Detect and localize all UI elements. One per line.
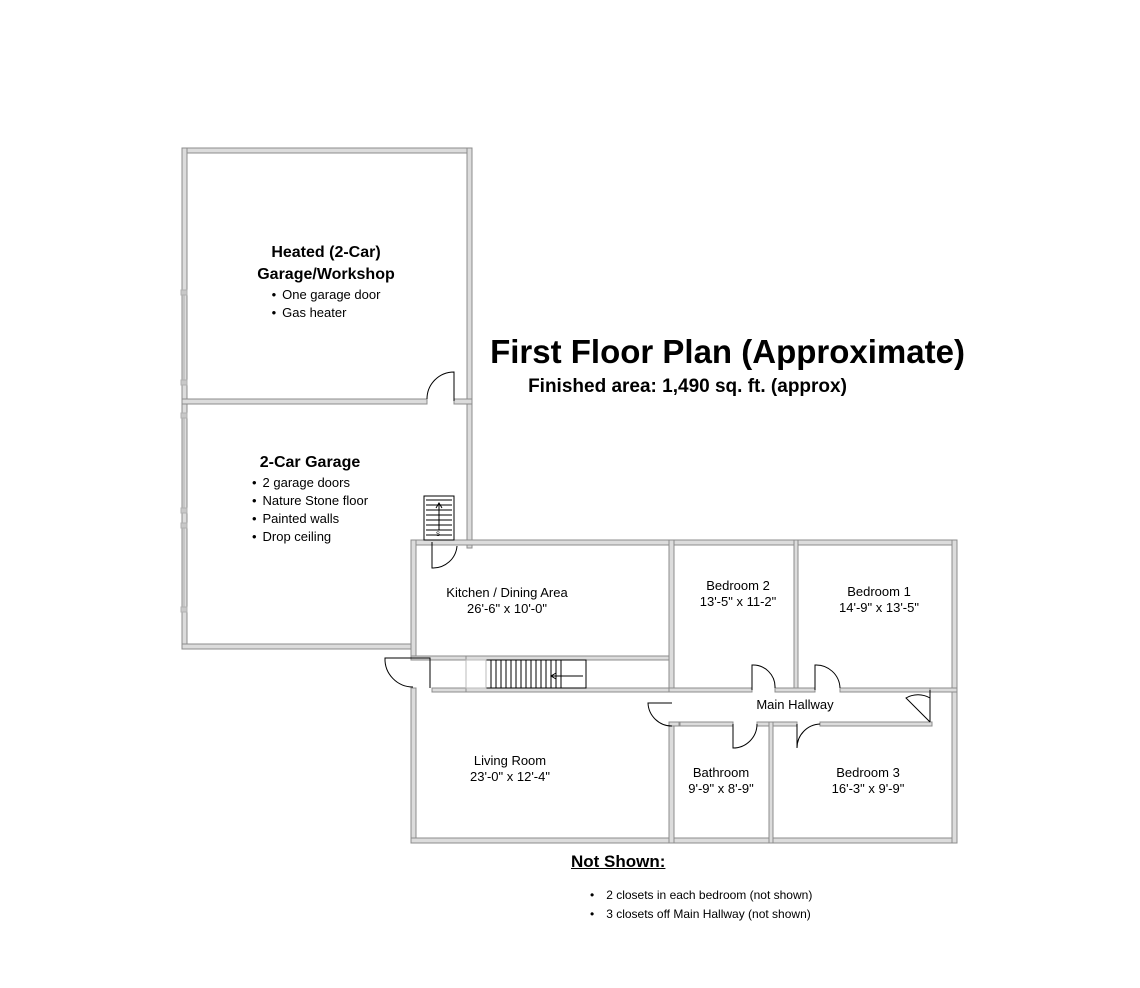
bedroom1-name: Bedroom 1 xyxy=(847,584,911,599)
kitchen-dims: 26'-6" x 10'-0" xyxy=(467,601,547,617)
bathroom-label: Bathroom 9'-9" x 8'-9" xyxy=(671,765,771,798)
bedroom1-label: Bedroom 1 14'-9" x 13'-5" xyxy=(819,584,939,617)
kitchen-label: Kitchen / Dining Area 26'-6" x 10'-0" xyxy=(427,585,587,618)
heated-garage-name-1: Heated (2-Car) xyxy=(271,244,381,261)
stairs-mark: S xyxy=(436,532,440,538)
bedroom2-label: Bedroom 2 13'-5" x 11-2" xyxy=(683,578,793,611)
garage-walls xyxy=(181,147,473,650)
living-label: Living Room 23'-0" x 12'-4" xyxy=(450,753,570,786)
bedroom2-name: Bedroom 2 xyxy=(706,578,770,593)
list-item: 3 closets off Main Hallway (not shown) xyxy=(590,905,812,924)
bedroom1-dims: 14'-9" x 13'-5" xyxy=(839,600,919,616)
living-name: Living Room xyxy=(473,753,547,768)
list-item: 2 garage doors xyxy=(252,474,368,492)
living-dims: 23'-0" x 12'-4" xyxy=(470,769,550,785)
bedroom3-label: Bedroom 3 16'-3" x 9'-9" xyxy=(808,765,928,798)
garage-name: 2-Car Garage xyxy=(259,454,361,471)
not-shown-heading: Not Shown: xyxy=(571,852,666,871)
bedroom3-dims: 16'-3" x 9'-9" xyxy=(831,781,905,797)
garage-doors xyxy=(180,289,188,613)
garage-label: 2-Car Garage 2 garage doors Nature Stone… xyxy=(230,452,390,547)
not-shown-list: 2 closets in each bedroom (not shown) 3 … xyxy=(590,886,812,924)
bedroom2-dims: 13'-5" x 11-2" xyxy=(699,594,777,610)
hallway-label: Main Hallway xyxy=(740,697,850,713)
heated-garage-label: Heated (2-Car) Garage/Workshop One garag… xyxy=(226,242,426,323)
list-item: Drop ceiling xyxy=(252,528,368,546)
hallway-name: Main Hallway xyxy=(756,697,834,712)
kitchen-name: Kitchen / Dining Area xyxy=(446,585,568,600)
heated-garage-name-2: Garage/Workshop xyxy=(257,266,395,283)
garage-features: 2 garage doors Nature Stone floor Painte… xyxy=(252,474,369,546)
list-item: One garage door xyxy=(272,286,380,304)
list-item: 2 closets in each bedroom (not shown) xyxy=(590,886,812,905)
list-item: Gas heater xyxy=(272,304,381,322)
garage-stairs xyxy=(423,495,455,541)
plan-title: First Floor Plan (Approximate) xyxy=(490,333,965,370)
bathroom-name: Bathroom xyxy=(692,765,750,780)
kitchen-stairs xyxy=(465,659,587,689)
list-item: Nature Stone floor xyxy=(252,492,369,510)
list-item: Painted walls xyxy=(252,510,368,528)
door-swings xyxy=(384,371,931,749)
plan-subtitle: Finished area: 1,490 sq. ft. (approx) xyxy=(528,376,847,397)
bathroom-dims: 9'-9" x 8'-9" xyxy=(688,781,754,797)
bedroom3-name: Bedroom 3 xyxy=(836,765,900,780)
heated-garage-features: One garage door Gas heater xyxy=(272,286,381,322)
house-walls xyxy=(410,539,958,844)
